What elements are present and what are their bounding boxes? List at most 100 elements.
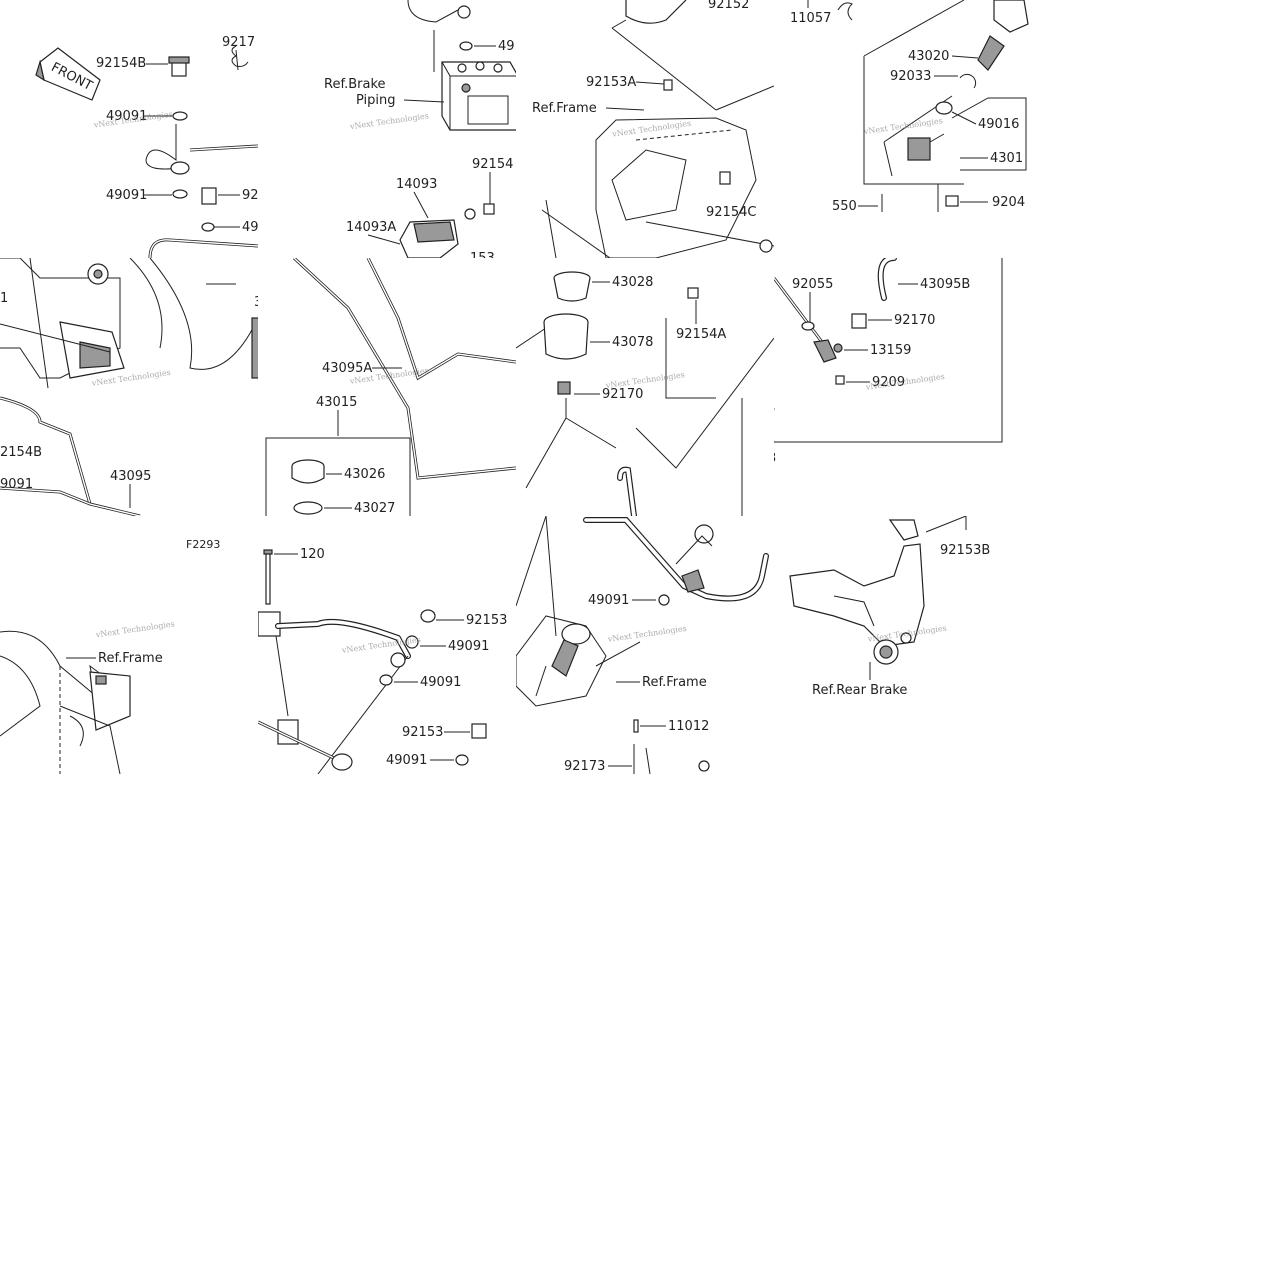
watermark: vNext Technologies	[606, 624, 687, 644]
callout-label: 92152	[708, 0, 749, 12]
fitting-icon	[813, 313, 867, 363]
tile-frame-mount: 92152 92153A Ref.Frame 92154C vNext Tech…	[516, 0, 774, 258]
callout-label: Ref.Frame	[532, 101, 597, 116]
callout-label: 9217	[222, 35, 255, 50]
callout-label: 2154B	[0, 445, 42, 460]
tile-8-art: 43095B 92055 92170 13159 9209 vNext Tech…	[774, 258, 1003, 466]
callout-label: 9091	[0, 477, 33, 492]
callout-label: Ref.Frame	[98, 651, 163, 666]
callout-label: 3	[774, 451, 776, 466]
watermark: vNext Technologies	[94, 619, 175, 639]
tile-reservoir: 43028 43078 92154A 92170 vNext Technolog…	[516, 258, 774, 516]
callout-label: 11057	[790, 11, 831, 26]
callout-label: Ref.Brake	[324, 77, 386, 92]
tile-10-art: 120 92153 49091 49091 92153 49091	[258, 547, 507, 774]
master-cylinder-icon	[977, 0, 1029, 71]
callout-label: 92033	[890, 69, 931, 84]
callout-label: 153	[470, 251, 495, 258]
callout-label: 43095	[110, 469, 151, 484]
callout-label: 49091	[588, 593, 629, 608]
washer-icon	[459, 41, 473, 51]
tile-5-art: 1 3091 2154B 9091 43095 vNext Technologi…	[0, 258, 258, 516]
callout-label: 92153A	[586, 75, 636, 90]
callout-label: 43028	[612, 275, 653, 290]
callout-label: 43015	[316, 395, 357, 410]
callout-label: 49091	[386, 753, 427, 768]
tile-7-art: 43028 43078 92154A 92170 vNext Technolog…	[516, 271, 774, 516]
callout-label: 92173	[564, 759, 605, 774]
callout-label: 9204	[992, 195, 1025, 210]
callout-label: Ref.Rear Brake	[812, 683, 907, 698]
callout-label: 92154B	[96, 56, 146, 71]
watermark: vNext Technologies	[348, 111, 429, 131]
callout-label: 49	[242, 220, 258, 235]
watermark: vNext Technologies	[604, 370, 685, 390]
tile-lower-frame: F2293 Ref.Frame vNext Technologies	[0, 516, 258, 774]
callout-label: 1	[0, 291, 8, 306]
callout-label: 92153B	[940, 543, 990, 558]
rear-master-cylinder-icon	[516, 615, 607, 707]
tile-6-art: 43095A vNext Technologies 43015 43026 43…	[265, 258, 516, 516]
callout-label: F2293	[186, 538, 220, 551]
tile-4-art: 11057 43020 92033 49016 4301	[790, 0, 1029, 214]
tile-left-frame: 1 3091 2154B 9091 43095 vNext Technologi…	[0, 258, 258, 516]
abs-unit-icon	[441, 61, 516, 131]
callout-label: 550	[832, 199, 857, 214]
washer-icon	[172, 189, 188, 199]
caliper-bracket-icon	[789, 519, 925, 665]
callout-label: 120	[300, 547, 325, 562]
tile-11-art: 49091 Ref.Frame vNext Technologies 11012…	[516, 516, 769, 774]
tile-12-art: 92173 92153B Ref.Rear Brake vNext Techno…	[789, 516, 990, 698]
tile-front-brake-line: FRONT 92154B 9217 49091 49091 92 49	[0, 0, 258, 258]
tile-1-art: FRONT 92154B 9217 49091 49091 92 49	[35, 35, 258, 258]
front-arrow-icon: FRONT	[35, 47, 101, 101]
callout-label: 9209	[872, 375, 905, 390]
reservoir-cap-icon	[291, 459, 325, 484]
tile-reservoir-kit: 43095A vNext Technologies 43015 43026 43…	[258, 258, 516, 516]
callout-label: 49016	[978, 117, 1019, 132]
callout-label: 49091	[448, 639, 489, 654]
bracket-icon	[399, 219, 459, 258]
callout-label: 92170	[602, 387, 643, 402]
tile-abs-unit: 49 Ref.Brake Piping vNext Technologies 1…	[258, 0, 516, 258]
callout-label: 92154C	[706, 205, 756, 220]
watermark: vNext Technologies	[862, 116, 943, 136]
frame-icon	[541, 85, 774, 258]
tile-9-art: F2293 Ref.Frame vNext Technologies	[0, 538, 220, 774]
callout-label: 92055	[792, 277, 833, 292]
callout-label: 49091	[106, 188, 147, 203]
tile-switch-assembly: 43095B 92055 92170 13159 9209 vNext Tech…	[774, 258, 1032, 516]
callout-label: 3091	[254, 295, 258, 310]
tile-master-cylinder: 11057 43020 92033 49016 4301	[774, 0, 1032, 258]
callout-label: 43095B	[920, 277, 970, 292]
callout-label: 4301	[990, 151, 1023, 166]
tile-rear-brake-bracket: 92173 92153B Ref.Rear Brake vNext Techno…	[774, 516, 1032, 774]
callout-label: Piping	[356, 93, 396, 108]
callout-label: 14093A	[346, 220, 396, 235]
callout-label: 13159	[870, 343, 911, 358]
callout-label: 43020	[908, 49, 949, 64]
callout-label: 43095A	[322, 361, 372, 376]
switch-icon	[907, 133, 945, 161]
callout-label: 43078	[612, 335, 653, 350]
callout-label: 92	[242, 188, 258, 203]
tile-3-art: 92152 92153A Ref.Frame 92154C vNext Tech…	[532, 0, 774, 258]
callout-label: 43027	[354, 501, 395, 516]
callout-label: 92154A	[676, 327, 726, 342]
callout-label: 92153	[466, 613, 507, 628]
tile-rear-line: 120 92153 49091 49091 92153 49091	[258, 516, 516, 774]
callout-label: 92154	[472, 157, 513, 172]
callout-label: 49	[498, 39, 515, 54]
callout-label: 92173	[820, 516, 861, 520]
diaphragm-icon	[293, 501, 323, 515]
tile-2-art: 49 Ref.Brake Piping vNext Technologies 1…	[324, 0, 516, 258]
tile-rear-master-cylinder: 49091 Ref.Frame vNext Technologies 11012…	[516, 516, 774, 774]
callout-label: 49091	[420, 675, 461, 690]
washer-icon	[172, 111, 188, 121]
bolt-icon	[263, 549, 273, 605]
callout-label: 11012	[668, 719, 709, 734]
callout-label: 43026	[344, 467, 385, 482]
callout-label: Ref.Frame	[642, 675, 707, 690]
callout-label: 14093	[396, 177, 437, 192]
